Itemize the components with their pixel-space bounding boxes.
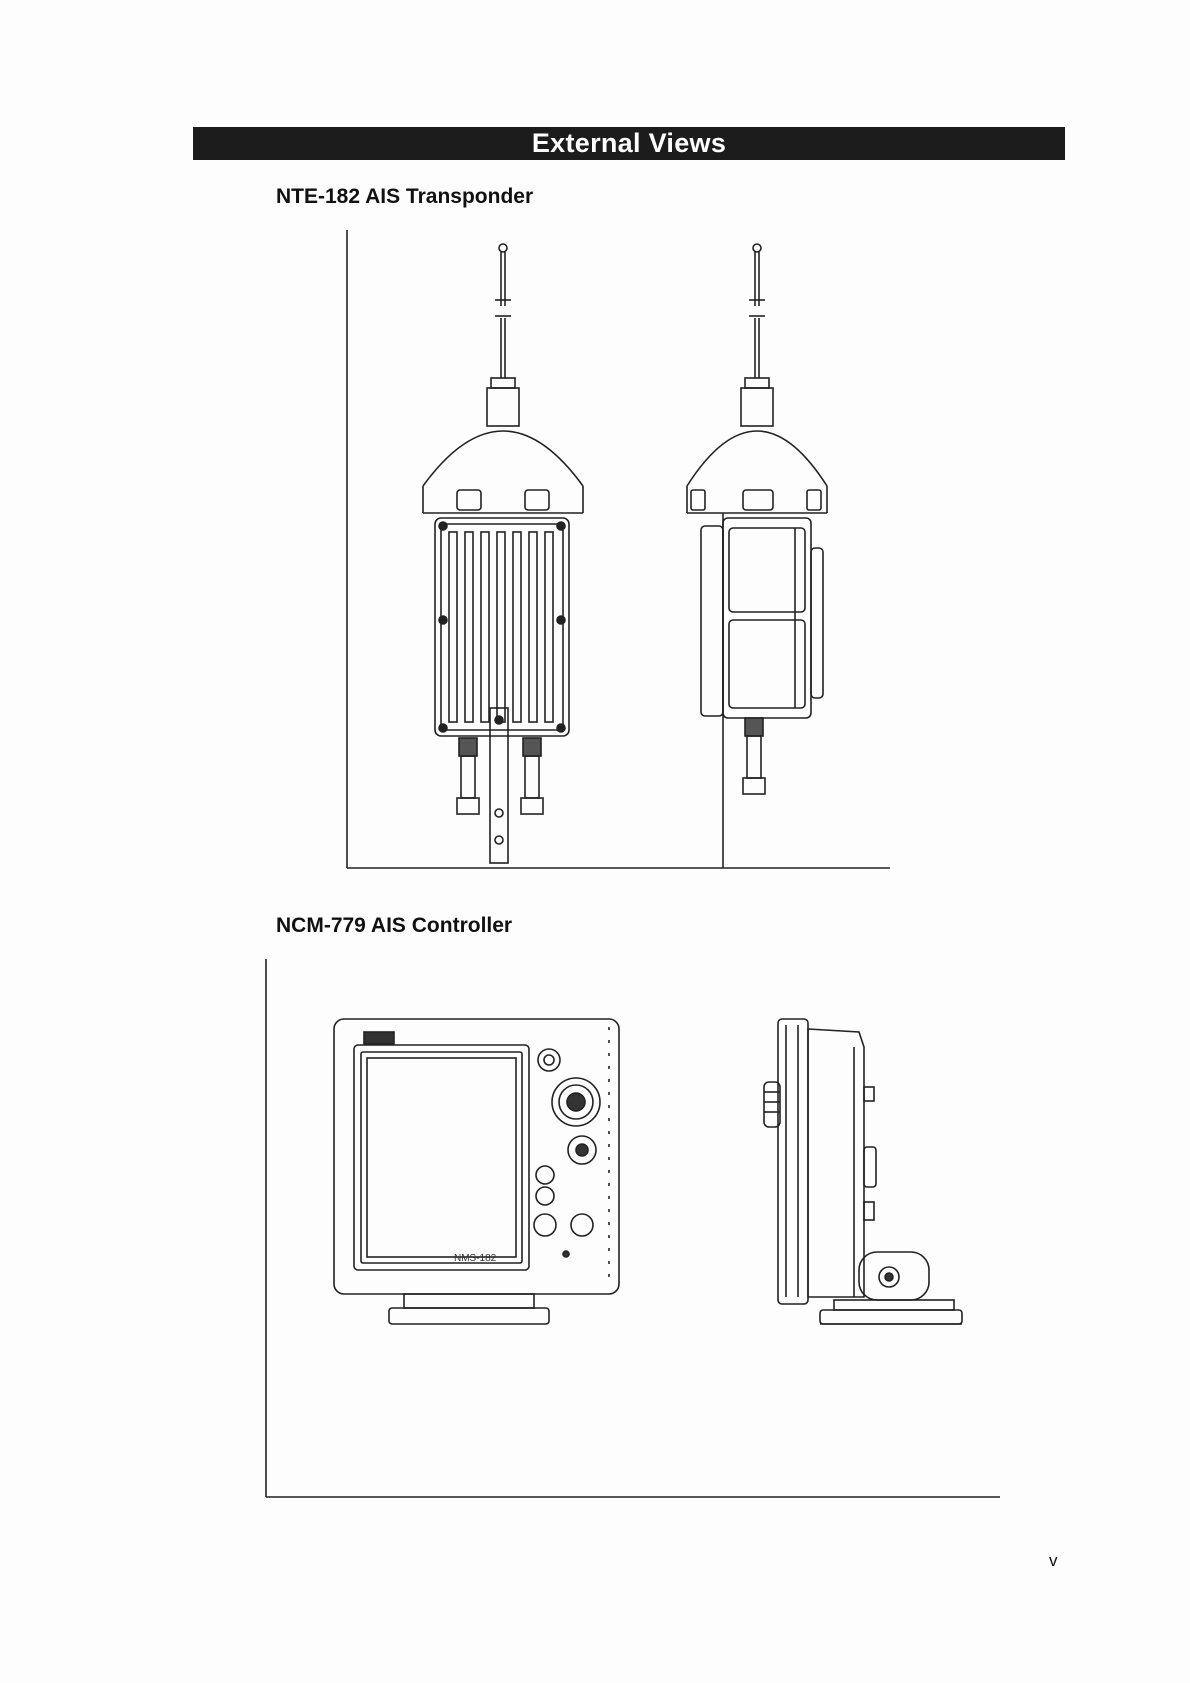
- page-title: External Views: [532, 128, 726, 159]
- header-bar: External Views: [193, 127, 1065, 160]
- controller-drawing: NMS-182: [264, 957, 1004, 1502]
- transponder-figure: [345, 228, 893, 873]
- transponder-drawing: [345, 228, 893, 873]
- section-title-controller: NCM-779 AIS Controller: [276, 914, 512, 938]
- transponder-side-view: [687, 244, 827, 868]
- controller-side-view: [764, 1019, 962, 1324]
- controller-front-view: NMS-182: [334, 1019, 619, 1324]
- section-title-transponder: NTE-182 AIS Transponder: [276, 185, 533, 209]
- transponder-front-view: [423, 244, 583, 863]
- controller-model-badge: NMS-182: [454, 1253, 497, 1264]
- page-number: v: [1049, 1551, 1058, 1571]
- controller-figure: NMS-182: [264, 957, 1004, 1502]
